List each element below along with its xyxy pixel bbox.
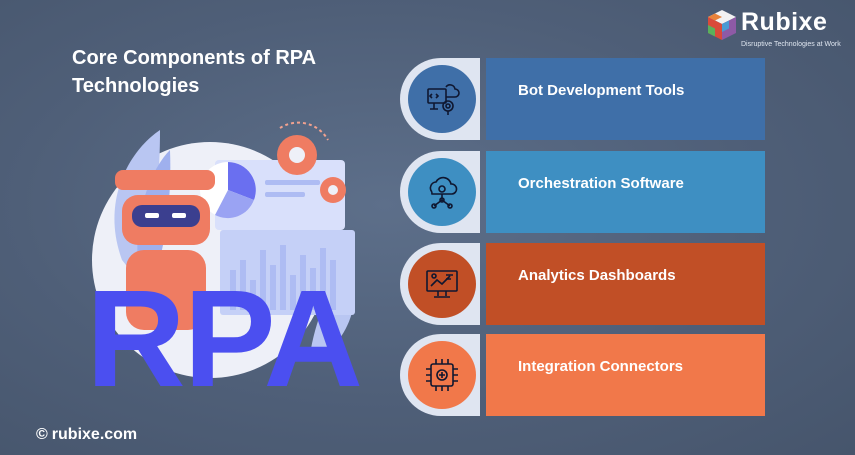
component-icon-circle (408, 65, 476, 133)
component-icon-circle (408, 250, 476, 318)
rpa-illustration (92, 121, 355, 378)
brand-tagline: Disruptive Technologies at Work (741, 41, 841, 48)
code-gear-icon (427, 84, 460, 115)
component-bar (486, 334, 765, 416)
copyright-icon: © (36, 426, 48, 443)
component-label: Integration Connectors (518, 358, 684, 375)
brand-name: Rubixe (741, 8, 828, 36)
component-icon-circle (408, 341, 476, 409)
page-title: Core Components of RPA Technologies (72, 47, 316, 97)
rpa-illustration-text: RPA (86, 262, 363, 416)
component-bar (486, 243, 765, 325)
component-label: Orchestration Software (518, 175, 684, 192)
footer-website[interactable]: ©rubixe.com (36, 426, 137, 444)
component-icon-circle (408, 158, 476, 226)
component-label: Analytics Dashboards (518, 267, 676, 284)
component-row-integration: Integration Connectors (400, 334, 765, 416)
component-row-bot-development: Bot Development Tools (400, 58, 765, 140)
component-row-orchestration: Orchestration Software (400, 151, 765, 233)
analytics-monitor-icon (426, 270, 458, 298)
component-bar (486, 58, 765, 140)
component-row-analytics: Analytics Dashboards (400, 243, 765, 325)
chip-connector-icon (426, 359, 458, 391)
component-bar (486, 151, 765, 233)
footer-link[interactable]: rubixe.com (51, 426, 138, 443)
brand-logo[interactable]: Rubixe Disruptive Technologies at Work (705, 8, 850, 52)
cloud-network-icon (429, 176, 458, 209)
component-label: Bot Development Tools (518, 82, 685, 99)
cube-logo-icon (708, 10, 736, 40)
